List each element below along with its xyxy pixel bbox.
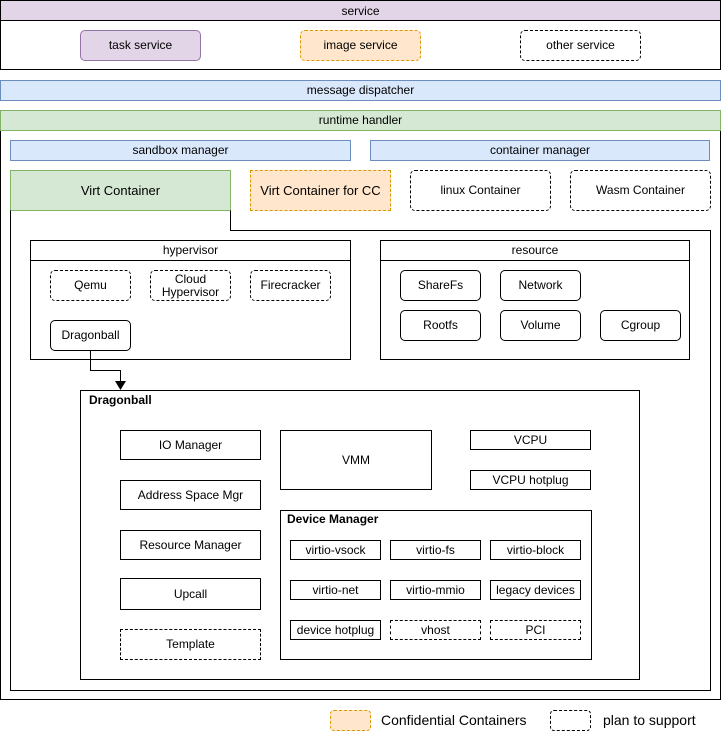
vmm: VMM [280, 430, 432, 490]
address-space-mgr: Address Space Mgr [120, 480, 261, 510]
io-manager: IO Manager [120, 430, 261, 460]
qemu-box: Qemu [50, 270, 131, 301]
resource-header: resource [380, 240, 690, 261]
virtio-fs: virtio-fs [390, 540, 481, 560]
virtio-net: virtio-net [290, 580, 381, 600]
container-manager: container manager [370, 140, 710, 161]
service-header: service [1, 1, 720, 21]
legend-confidential-label: Confidential Containers [381, 712, 527, 728]
virtio-mmio: virtio-mmio [390, 580, 481, 600]
virt-container-cc: Virt Container for CC [250, 170, 391, 211]
runtime-handler-header: runtime handler [0, 110, 721, 131]
virtio-vsock: virtio-vsock [290, 540, 381, 560]
legend-plan-swatch [550, 710, 591, 731]
vhost: vhost [390, 620, 481, 640]
message-dispatcher: message dispatcher [0, 80, 721, 101]
service-title: service [341, 3, 380, 18]
sandbox-manager: sandbox manager [10, 140, 351, 161]
wasm-container: Wasm Container [570, 170, 711, 211]
device-manager-title: Device Manager [287, 512, 379, 526]
hypervisor-header: hypervisor [30, 240, 351, 261]
legend-plan-label: plan to support [603, 712, 696, 728]
template: Template [120, 629, 261, 660]
firecracker-box: Firecracker [250, 270, 331, 301]
dragonball-title: Dragonball [89, 393, 152, 407]
image-service: image service [300, 30, 421, 61]
volume-box: Volume [500, 310, 581, 341]
other-service: other service [520, 30, 641, 61]
cgroup-box: Cgroup [600, 310, 681, 341]
network-box: Network [500, 270, 581, 301]
task-service: task service [80, 30, 201, 61]
legacy-devices: legacy devices [490, 580, 581, 600]
vcpu: VCPU [470, 430, 591, 450]
legend-confidential-swatch [330, 710, 371, 731]
rootfs-box: Rootfs [400, 310, 481, 341]
cloud-hypervisor-box: Cloud Hypervisor [150, 270, 231, 301]
device-hotplug: device hotplug [290, 620, 381, 640]
upcall: Upcall [120, 578, 261, 610]
virt-container-tab: Virt Container [80, 183, 161, 198]
sharefs-box: ShareFs [400, 270, 481, 301]
linux-container: linux Container [410, 170, 551, 211]
vcpu-hotplug: VCPU hotplug [470, 470, 591, 490]
dragonball-hv-box: Dragonball [50, 320, 131, 351]
pci: PCI [490, 620, 581, 640]
virtio-block: virtio-block [490, 540, 581, 560]
resource-manager: Resource Manager [120, 530, 261, 560]
